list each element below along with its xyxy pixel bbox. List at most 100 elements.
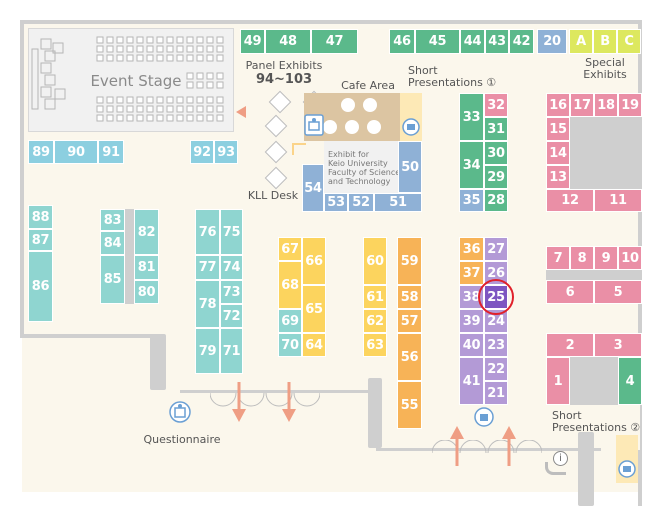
booth-22[interactable]: 22 — [484, 357, 508, 381]
booth-16[interactable]: 16 — [546, 93, 570, 117]
booth-2[interactable]: 2 — [546, 333, 594, 357]
booth-45[interactable]: 45 — [415, 29, 460, 54]
booth-76[interactable]: 76 — [195, 209, 220, 255]
presentation-podium-icon — [618, 460, 636, 478]
booth-72[interactable]: 72 — [220, 304, 243, 328]
booth-71[interactable]: 71 — [220, 328, 243, 374]
keio-exhibit-area[interactable] — [324, 141, 398, 193]
booth-49[interactable]: 49 — [240, 29, 265, 54]
booth-44[interactable]: 44 — [460, 29, 485, 54]
booth-8[interactable]: 8 — [570, 246, 594, 270]
booth-56[interactable]: 56 — [397, 333, 422, 381]
booth-69[interactable]: 69 — [278, 309, 302, 333]
booth-92[interactable]: 92 — [190, 140, 214, 164]
booth-4[interactable]: 4 — [618, 357, 642, 405]
booth-a[interactable]: A — [569, 29, 593, 54]
booth-80[interactable]: 80 — [134, 280, 159, 304]
booth-10[interactable]: 10 — [618, 246, 642, 270]
booth-66[interactable]: 66 — [302, 237, 326, 285]
booth-15[interactable]: 15 — [546, 117, 570, 141]
booth-67[interactable]: 67 — [278, 237, 302, 261]
booth-46[interactable]: 46 — [389, 29, 415, 54]
booth-54[interactable]: 54 — [302, 164, 324, 212]
booth-c[interactable]: C — [617, 29, 641, 54]
booth-39[interactable]: 39 — [459, 309, 484, 333]
booth-20[interactable]: 20 — [537, 29, 567, 54]
booth-35[interactable]: 35 — [459, 189, 484, 212]
booth-28[interactable]: 28 — [484, 189, 508, 212]
booth-86[interactable]: 86 — [28, 251, 53, 322]
booth-52[interactable]: 52 — [348, 193, 374, 212]
booth-75[interactable]: 75 — [220, 209, 243, 255]
booth-37[interactable]: 37 — [459, 261, 484, 285]
booth-31[interactable]: 31 — [484, 117, 508, 141]
questionnaire-icon[interactable] — [168, 400, 192, 424]
booth-9[interactable]: 9 — [594, 246, 618, 270]
booth-5[interactable]: 5 — [594, 280, 642, 304]
booth-29[interactable]: 29 — [484, 165, 508, 189]
short-presentations-2-area[interactable] — [616, 435, 638, 483]
booth-84[interactable]: 84 — [100, 231, 125, 255]
booth-1[interactable]: 1 — [546, 357, 570, 405]
booth-12[interactable]: 12 — [546, 189, 594, 212]
booth-65[interactable]: 65 — [302, 285, 326, 333]
booth-17[interactable]: 17 — [570, 93, 594, 117]
booth-43[interactable]: 43 — [485, 29, 509, 54]
booth-73[interactable]: 73 — [220, 280, 243, 304]
booth-18[interactable]: 18 — [594, 93, 618, 117]
booth-36[interactable]: 36 — [459, 237, 484, 261]
booth-40[interactable]: 40 — [459, 333, 484, 357]
booth-59[interactable]: 59 — [397, 237, 422, 285]
booth-30[interactable]: 30 — [484, 141, 508, 165]
booth-77[interactable]: 77 — [195, 255, 220, 280]
booth-42[interactable]: 42 — [509, 29, 534, 54]
booth-53[interactable]: 53 — [324, 193, 348, 212]
booth-48[interactable]: 48 — [265, 29, 311, 54]
booth-3[interactable]: 3 — [594, 333, 642, 357]
booth-78[interactable]: 78 — [195, 280, 220, 328]
booth-7[interactable]: 7 — [546, 246, 570, 270]
booth-57[interactable]: 57 — [397, 309, 422, 333]
booth-50[interactable]: 50 — [398, 141, 422, 193]
booth-51[interactable]: 51 — [374, 193, 422, 212]
booth-11[interactable]: 11 — [594, 189, 642, 212]
booth-61[interactable]: 61 — [363, 285, 387, 309]
booth-33[interactable]: 33 — [459, 93, 484, 141]
booth-55[interactable]: 55 — [397, 381, 422, 429]
booth-62[interactable]: 62 — [363, 309, 387, 333]
booth-83[interactable]: 83 — [100, 209, 125, 231]
booth-21[interactable]: 21 — [484, 381, 508, 405]
booth-23[interactable]: 23 — [484, 333, 508, 357]
booth-88[interactable]: 88 — [28, 205, 53, 229]
booth-89[interactable]: 89 — [28, 140, 54, 164]
booth-34[interactable]: 34 — [459, 141, 484, 189]
booth-70[interactable]: 70 — [278, 333, 302, 357]
pink-block-core — [570, 117, 642, 189]
booth-b[interactable]: B — [593, 29, 617, 54]
booth-19[interactable]: 19 — [618, 93, 642, 117]
booth-60[interactable]: 60 — [363, 237, 387, 285]
booth-82[interactable]: 82 — [134, 209, 159, 255]
booth-79[interactable]: 79 — [195, 328, 220, 374]
booth-93[interactable]: 93 — [214, 140, 238, 164]
booth-41[interactable]: 41 — [459, 357, 484, 405]
short-presentations-1-area[interactable] — [400, 93, 422, 141]
booth-63[interactable]: 63 — [363, 333, 387, 357]
booth-87[interactable]: 87 — [28, 229, 53, 251]
booth-68[interactable]: 68 — [278, 261, 302, 309]
booth-64[interactable]: 64 — [302, 333, 326, 357]
booth-47[interactable]: 47 — [311, 29, 358, 54]
booth-91[interactable]: 91 — [98, 140, 124, 164]
booth-74[interactable]: 74 — [220, 255, 243, 280]
booth-81[interactable]: 81 — [134, 255, 159, 280]
booth-27[interactable]: 27 — [484, 237, 508, 261]
booth-85[interactable]: 85 — [100, 255, 125, 304]
booth-14[interactable]: 14 — [546, 141, 570, 165]
booth-13[interactable]: 13 — [546, 165, 570, 189]
booth-58[interactable]: 58 — [397, 285, 422, 309]
booth-90[interactable]: 90 — [54, 140, 98, 164]
booth-32[interactable]: 32 — [484, 93, 508, 117]
event-stage-area[interactable] — [28, 28, 234, 132]
booth-6[interactable]: 6 — [546, 280, 594, 304]
